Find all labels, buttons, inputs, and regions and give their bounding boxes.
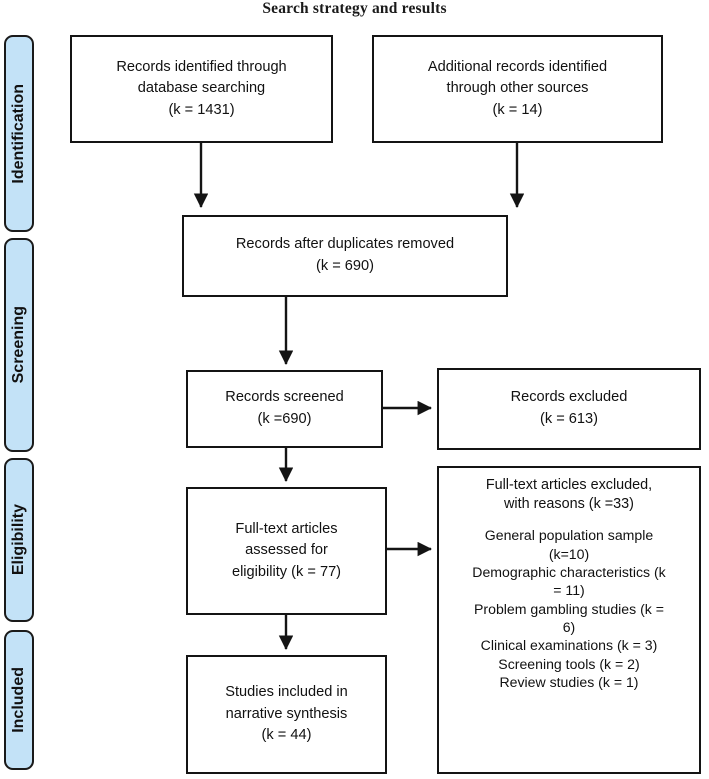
box-studies-included-line-3: (k = 44) <box>261 727 312 744</box>
box-fulltext-excluded: Full-text articles excluded, with reason… <box>437 466 701 774</box>
box-records-excluded: Records excluded (k = 613) <box>437 368 701 450</box>
stage-label-identification: Identification <box>10 83 27 184</box>
box-records-identified-line-3: (k = 1431) <box>168 101 235 118</box>
exclusion-reasons-list: General population sample (k=10) Demogra… <box>445 526 693 691</box>
box-duplicates-removed-line-1: Records after duplicates removed <box>235 236 455 253</box>
page-title: Search strategy and results <box>262 0 447 17</box>
box-additional-records-line-1: Additional records identified <box>427 58 608 75</box>
box-records-identified: Records identified through database sear… <box>70 35 333 143</box>
box-additional-records: Additional records identified through ot… <box>372 35 663 143</box>
box-records-screened: Records screened (k =690) <box>186 370 383 448</box>
box-duplicates-removed-line-2: (k = 690) <box>316 258 374 274</box>
box-studies-included-line-1: Studies included in <box>225 684 348 701</box>
box-additional-records-line-3: (k = 14) <box>492 101 543 118</box>
stage-label-eligibility: Eligibility <box>10 504 27 576</box>
box-records-screened-line-1: Records screened <box>225 389 344 406</box>
box-studies-included: Studies included in narrative synthesis … <box>186 655 387 774</box>
box-fulltext-assessed-line-1: Full-text articles <box>235 520 338 537</box>
box-records-screened-line-2: (k =690) <box>257 411 312 427</box>
exclusion-reason-line: Demographic characteristics (k <box>472 564 666 581</box>
exclusion-reason-line: = 11) <box>553 582 585 599</box>
box-fulltext-excluded-header-2: with reasons (k =33) <box>504 495 634 512</box>
box-duplicates-removed: Records after duplicates removed (k = 69… <box>182 215 508 297</box>
exclusion-reason-line: General population sample <box>484 527 654 544</box>
box-studies-included-line-2: narrative synthesis <box>225 705 348 722</box>
exclusion-reason-line: Clinical examinations (k = 3) <box>480 637 658 654</box>
box-records-identified-line-2: database searching <box>137 80 266 97</box>
box-fulltext-assessed: Full-text articles assessed for eligibil… <box>186 487 387 615</box>
stage-bar-eligibility: Eligibility <box>4 458 34 622</box>
box-fulltext-excluded-header-1: Full-text articles excluded, <box>485 477 653 493</box>
box-additional-records-line-2: through other sources <box>446 80 589 97</box>
stage-bar-identification: Identification <box>4 35 34 232</box>
box-records-excluded-line-2: (k = 613) <box>540 411 598 427</box>
stage-bar-included: Included <box>4 630 34 770</box>
stage-label-included: Included <box>10 667 27 733</box>
exclusion-reason-line: 6) <box>562 619 576 635</box>
stage-label-screening: Screening <box>10 306 27 384</box>
box-fulltext-assessed-line-2: assessed for <box>245 542 328 559</box>
box-records-identified-line-1: Records identified through <box>116 58 287 75</box>
stage-bar-screening: Screening <box>4 238 34 452</box>
exclusion-reason-line: (k=10) <box>548 545 590 562</box>
exclusion-reason-line: Problem gambling studies (k = <box>474 600 664 617</box>
box-fulltext-assessed-line-3: eligibility (k = 77) <box>231 563 342 580</box>
exclusion-reason-line: Review studies (k = 1) <box>499 673 639 690</box>
box-records-excluded-line-1: Records excluded <box>510 389 628 406</box>
exclusion-reason-line: Screening tools (k = 2) <box>498 655 640 672</box>
